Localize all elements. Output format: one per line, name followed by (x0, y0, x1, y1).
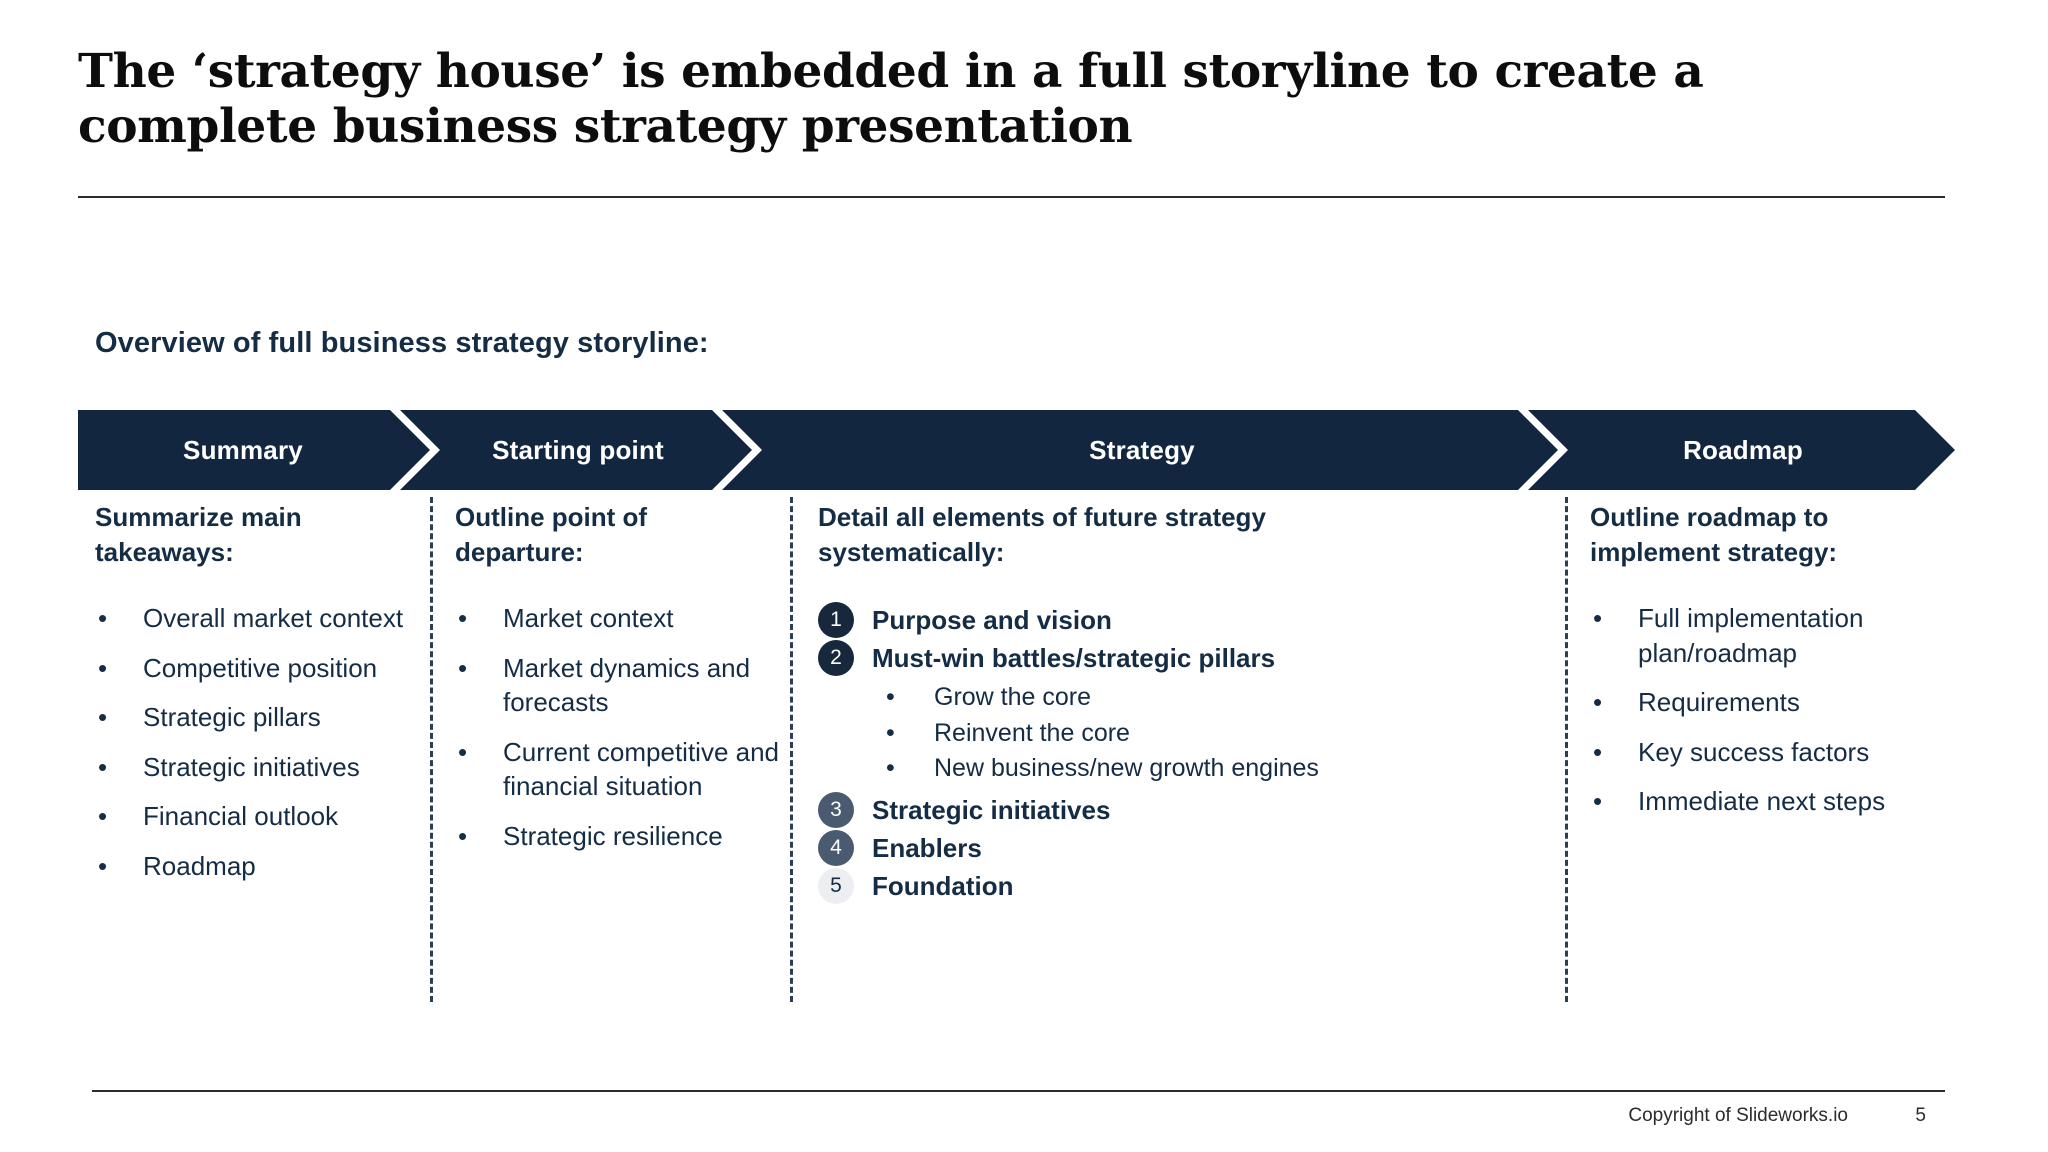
numbered-list-item: 3 Strategic initiatives (818, 791, 1548, 829)
list-item-label: Roadmap (143, 851, 256, 882)
list-item-label: Full implementation plan/roadmap (1638, 603, 1864, 668)
list-item-label: Immediate next steps (1638, 786, 1886, 817)
list-item-label: Competitive position (143, 652, 378, 683)
bullet-icon: • (98, 702, 108, 733)
list-item-label: Requirements (1638, 687, 1800, 718)
bullet-icon: • (1593, 687, 1603, 718)
list-item: • Competitive position (95, 651, 415, 686)
chevron-shape-starting-point[interactable] (400, 410, 752, 490)
sub-list-item-label: Reinvent the core (934, 718, 1130, 747)
page-number: 5 (1915, 1105, 1926, 1126)
list-item: • Strategic initiatives (95, 750, 415, 785)
column-divider-2 (790, 497, 793, 1002)
list-item: • Market context (455, 601, 785, 636)
list-item: • Strategic pillars (95, 700, 415, 735)
list-item: • Overall market context (95, 601, 415, 636)
chevron-label-starting-point: Starting point (492, 434, 664, 465)
sub-list-item-label: Grow the core (934, 683, 1092, 712)
list-item-label: Strategic initiatives (143, 751, 360, 782)
bullet-list: • Overall market context • Competitive pos… (95, 601, 415, 883)
numbered-list-item: 4 Enablers (818, 829, 1548, 867)
bullet-icon: • (458, 821, 468, 852)
page-title: The ‘strategy house’ is embedded in a fu… (78, 44, 1704, 155)
step-number-badge-4: 4 (818, 829, 854, 866)
phase-chevron-band: Summary Starting point Strategy Roadmap (78, 410, 1955, 490)
column-starting-point: Outline point of departure: • Market cont… (455, 500, 785, 869)
list-item: • Strategic resilience (455, 819, 785, 854)
step-number-badge-2: 2 (818, 640, 854, 677)
bullet-icon: • (458, 603, 468, 634)
list-item: • Full implementation plan/roadmap (1590, 601, 1930, 670)
numbered-list-item-label: Foundation (872, 870, 1014, 901)
list-item: • Current competitive and financial situa… (455, 735, 785, 804)
list-item: • Roadmap (95, 849, 415, 884)
numbered-list-item-label: Strategic initiatives (872, 794, 1111, 825)
list-item-label: Strategic resilience (503, 821, 723, 852)
numbered-list-item: 2 Must-win battles/strategic pillars • Gr… (818, 639, 1548, 787)
chevron-label-strategy: Strategy (1089, 434, 1195, 465)
sub-list-item: • Grow the core (872, 680, 1548, 716)
list-item-label: Financial outlook (143, 801, 339, 832)
numbered-list-item-label: Enablers (872, 832, 982, 863)
list-item-label: Overall market context (143, 603, 404, 634)
bullet-icon: • (886, 718, 895, 747)
numbered-list-item-label: Must-win battles/strategic pillars (872, 643, 1276, 674)
list-item-label: Current competitive and financial situat… (503, 736, 780, 802)
bullet-icon: • (98, 751, 108, 782)
list-item: • Key success factors (1590, 735, 1930, 770)
column-divider-3 (1565, 497, 1568, 1002)
sub-list-item: • New business/new growth engines (872, 751, 1548, 787)
column-summary: Summarize main takeaways: • Overall marke… (95, 500, 415, 899)
list-item-label: Market dynamics and forecasts (503, 652, 751, 718)
column-heading: Detail all elements of future strategy s… (818, 502, 1266, 567)
column-strategy: Detail all elements of future strategy s… (818, 500, 1548, 905)
list-item-label: Strategic pillars (143, 702, 321, 733)
bullet-icon: • (1593, 736, 1603, 767)
bullet-list: • Full implementation plan/roadmap • Requi… (1590, 601, 1930, 819)
numbered-list-item-label: Purpose and vision (872, 605, 1112, 636)
list-item-label: Key success factors (1638, 736, 1870, 767)
bullet-icon: • (458, 736, 468, 767)
title-divider (78, 196, 1945, 198)
step-number-badge-5: 5 (818, 867, 854, 904)
bullet-icon: • (458, 652, 468, 683)
list-item-label: Market context (503, 603, 674, 634)
bullet-icon: • (98, 801, 108, 832)
step-number-badge-3: 3 (818, 791, 854, 828)
bullet-icon: • (1593, 786, 1603, 817)
bullet-icon: • (98, 603, 108, 634)
footer-copyright: Copyright of Slideworks.io (1628, 1105, 1848, 1126)
sub-list-item-label: New business/new growth engines (934, 754, 1319, 783)
chevron-label-summary: Summary (183, 434, 303, 465)
list-item: • Immediate next steps (1590, 784, 1930, 819)
column-heading: Outline point of departure: (455, 502, 648, 567)
step-number-badge-1: 1 (818, 602, 854, 639)
column-roadmap: Outline roadmap to implement strategy: •… (1590, 500, 1930, 834)
bullet-icon: • (886, 754, 895, 783)
column-divider-1 (430, 497, 433, 1002)
section-subtitle: Overview of full business strategy story… (95, 327, 709, 359)
footer-divider (92, 1090, 1945, 1092)
numbered-list-item: 1 Purpose and vision (818, 601, 1548, 639)
bullet-list: • Market context • Market dynamics and for… (455, 601, 785, 853)
numbered-list-item: 5 Foundation (818, 867, 1548, 905)
list-item: • Market dynamics and forecasts (455, 651, 785, 720)
chevron-shape-summary[interactable] (78, 410, 430, 490)
list-item: • Requirements (1590, 685, 1930, 720)
sub-list-item: • Reinvent the core (872, 716, 1548, 752)
column-heading: Outline roadmap to implement strategy: (1590, 502, 1838, 567)
chevron-label-roadmap: Roadmap (1683, 434, 1803, 465)
bullet-icon: • (98, 652, 108, 683)
chevron-shapes (78, 410, 1955, 490)
bullet-icon: • (98, 851, 108, 882)
bullet-icon: • (886, 683, 895, 712)
sub-bullet-list: • Grow the core • Reinvent the core • New b… (872, 680, 1548, 787)
numbered-list: 1 Purpose and vision 2 Must-win battles/… (818, 601, 1548, 905)
list-item: • Financial outlook (95, 799, 415, 834)
chevron-shape-roadmap[interactable] (1528, 410, 1955, 490)
column-heading: Summarize main takeaways: (95, 502, 302, 567)
bullet-icon: • (1593, 603, 1603, 634)
chevron-shape-strategy[interactable] (722, 410, 1558, 490)
